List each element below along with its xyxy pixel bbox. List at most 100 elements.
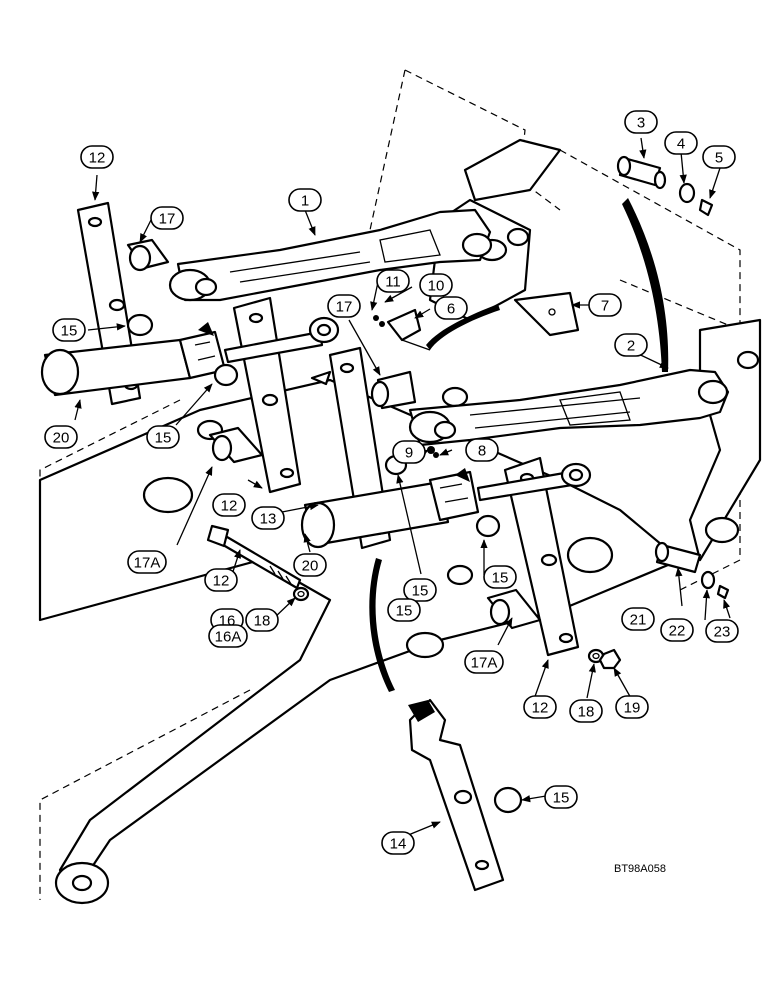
callout-ring	[245, 608, 279, 632]
callout-label: 7	[601, 298, 609, 315]
callout-21: 21	[621, 607, 655, 631]
link-arm-2	[408, 368, 730, 447]
callout-19: 19	[615, 695, 649, 719]
callout-ring	[208, 624, 248, 648]
callout-ring	[327, 294, 361, 318]
callout-15: 15	[544, 785, 578, 809]
callout-ring	[80, 145, 114, 169]
callout-ring	[588, 293, 622, 317]
callout-label: 19	[624, 700, 641, 717]
callout-label: 17A	[134, 555, 161, 572]
callout-ring	[664, 131, 698, 155]
callout-15: 15	[387, 598, 421, 622]
callout-ring	[523, 695, 557, 719]
callout-ring	[52, 318, 86, 342]
callout-ring	[381, 831, 415, 855]
hydraulic-cylinder-20-right	[300, 462, 592, 549]
fitting-8-9	[427, 446, 439, 458]
hydraulic-cylinder-20-left	[40, 316, 340, 397]
callout-ring	[483, 565, 517, 589]
callout-label: 16A	[215, 629, 242, 646]
callout-label: 15	[61, 323, 78, 340]
callout-ring	[392, 440, 426, 464]
pin-17-middle	[370, 370, 417, 410]
callout-23: 23	[705, 619, 739, 643]
callout-ring	[251, 506, 285, 530]
callout-label: 3	[637, 115, 645, 132]
callout-ring	[660, 618, 694, 642]
callout-ring	[615, 695, 649, 719]
assembly-arrows	[369, 198, 669, 692]
callout-label: 15	[553, 790, 570, 807]
callout-label: 23	[714, 624, 731, 641]
fitting-23	[716, 584, 730, 600]
ring-4	[678, 182, 696, 204]
callout-label: 5	[715, 150, 723, 167]
callout-3: 3	[624, 110, 658, 134]
callout-2: 2	[614, 333, 648, 357]
callout-ring	[146, 425, 180, 449]
callout-label: 10	[428, 278, 445, 295]
callout-15: 15	[52, 318, 86, 342]
callout-ring	[569, 699, 603, 723]
figure-code: BT98A058	[614, 863, 666, 875]
callout-ring	[434, 296, 468, 320]
callout-ring	[705, 619, 739, 643]
callout-label: 6	[447, 301, 455, 318]
callout-20: 20	[293, 553, 327, 577]
callout-ring	[204, 568, 238, 592]
callout-10: 10	[419, 273, 453, 297]
bracket-6	[386, 308, 431, 351]
callout-label: 20	[53, 430, 70, 447]
callout-16A: 16A	[208, 624, 248, 648]
callout-ring	[293, 553, 327, 577]
callout-ring	[621, 607, 655, 631]
pin-3	[616, 155, 667, 190]
callout-label: 14	[390, 836, 407, 853]
callout-15: 15	[146, 425, 180, 449]
callout-label: 12	[532, 700, 549, 717]
callout-label: 18	[578, 704, 595, 721]
callout-12: 12	[204, 568, 238, 592]
callout-ring	[624, 110, 658, 134]
callout-label: 17	[336, 299, 353, 316]
callout-ring	[465, 438, 499, 462]
callout-label: 12	[221, 498, 238, 515]
callout-12: 12	[523, 695, 557, 719]
callout-ring	[376, 269, 410, 293]
callout-label: 12	[89, 150, 106, 167]
lever-14	[408, 698, 505, 892]
callout-ring	[544, 785, 578, 809]
callout-17: 17	[327, 294, 361, 318]
callout-label: 18	[254, 613, 271, 630]
callout-label: 15	[492, 570, 509, 587]
pin-21	[654, 541, 702, 574]
callout-13: 13	[251, 506, 285, 530]
callout-15: 15	[403, 578, 437, 602]
callout-label: 8	[478, 443, 486, 460]
callout-label: 12	[213, 573, 230, 590]
pin-17A-right	[486, 588, 542, 630]
pin-17A-left	[208, 426, 264, 464]
callout-8: 8	[465, 438, 499, 462]
ring-22	[700, 570, 716, 590]
callout-18: 18	[569, 699, 603, 723]
callout-12: 12	[80, 145, 114, 169]
callout-label: 20	[302, 558, 319, 575]
callout-15: 15	[483, 565, 517, 589]
callout-ring	[614, 333, 648, 357]
callout-17A: 17A	[464, 650, 504, 674]
fitting-5	[698, 198, 714, 217]
callout-1: 1	[288, 188, 322, 212]
callout-20: 20	[44, 425, 78, 449]
callout-label: 15	[396, 603, 413, 620]
callout-11: 11	[376, 269, 410, 293]
callout-ring	[702, 145, 736, 169]
callout-17A: 17A	[127, 550, 167, 574]
callout-leaders	[74, 137, 731, 839]
callout-ring	[212, 493, 246, 517]
callout-label: 9	[405, 445, 413, 462]
callout-label: 21	[630, 612, 647, 629]
